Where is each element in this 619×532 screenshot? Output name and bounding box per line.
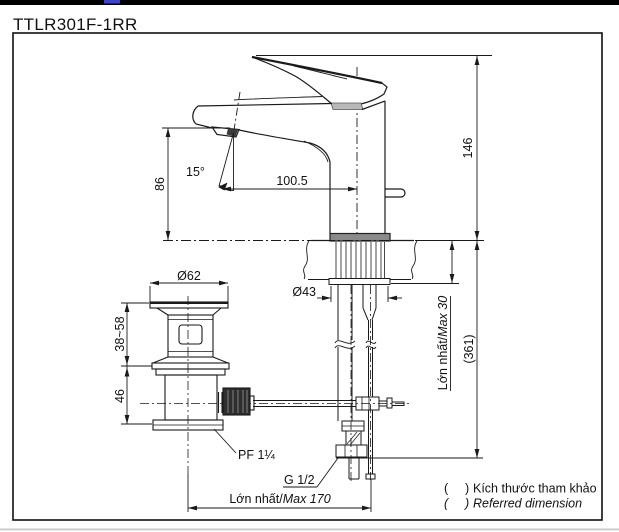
body-left-edge [238, 129, 331, 233]
dim-100-5-label: 100.5 [276, 174, 307, 188]
aerator-axis [233, 91, 241, 131]
dim-dia62-label: Ø62 [177, 269, 201, 283]
deck-break-left [303, 240, 310, 280]
dim-146-label: 146 [461, 138, 475, 159]
label-pf-text: PF 1¼ [238, 448, 275, 462]
faucet-body [192, 55, 406, 242]
rod-break-mark-2 [365, 345, 377, 349]
label-g-half: G 1/2 [283, 457, 339, 488]
dim-dia62: Ø62 [149, 269, 229, 302]
knob-step [249, 395, 255, 411]
drain-collar-2 [155, 368, 226, 376]
linkage-nut [386, 397, 393, 409]
dim-361: (361) [336, 241, 483, 459]
rod-taper-a [362, 307, 369, 321]
lever-top-edge [251, 55, 383, 85]
dim-max30-label: Lớn nhất/Max 30 [436, 296, 450, 390]
knurled-knob [222, 387, 251, 416]
dimension-lines: 146 86 15° 100.5 Lớn nhất/Max 30 [113, 55, 492, 512]
pull-rod-knob [385, 188, 406, 198]
legend-row-1: ()Kích thước tham khảo [444, 482, 597, 496]
dim-361-label: (361) [462, 334, 476, 363]
drain-window [178, 324, 203, 345]
lever-crease [293, 65, 348, 80]
shank-threads [335, 242, 385, 278]
dim-46-label: 46 [113, 389, 127, 403]
drain-flare-left [152, 356, 169, 364]
body-top-right [361, 100, 386, 111]
drain-flare-right [212, 356, 229, 364]
pop-up-drain [149, 296, 255, 474]
drain-collar-1 [151, 362, 230, 370]
drain-upper-body [167, 314, 214, 358]
tube-break-mark-1 [334, 340, 356, 344]
dim-38-58-and-46: 38~58 46 [113, 302, 152, 425]
spout-top-back-edge [233, 96, 323, 101]
mounting-flange [328, 278, 391, 285]
dim-max30: Lớn nhất/Max 30 [391, 241, 459, 391]
top-bar-accent-dash [104, 0, 120, 4]
model-number: TTLR301F-1RR [13, 15, 138, 34]
spout-top-edge [197, 102, 333, 107]
deck-break-right [411, 240, 418, 280]
aerator-shading [226, 128, 238, 137]
neck-hatch-2 [349, 432, 361, 446]
dim-38-58-label: 38~58 [113, 316, 127, 351]
spray-angle-line [218, 132, 234, 187]
dim-86-label: 86 [153, 177, 167, 191]
spout-front-face [192, 105, 213, 129]
rod-break-mark-1 [365, 340, 377, 344]
dim-dia43-label: Ø43 [292, 285, 316, 299]
dim-146: 146 [256, 55, 492, 240]
legend: ()Kích thước tham khảo ()Referred dimens… [444, 482, 597, 511]
dim-max170-label: Lớn nhất/Max 170 [229, 492, 330, 506]
counter-deck [163, 239, 484, 285]
label-g-half-text: G 1/2 [284, 473, 315, 487]
rod-taper-b [371, 307, 377, 321]
dim-max170: Lớn nhất/Max 170 [187, 474, 372, 512]
dim-86: 86 [153, 127, 230, 240]
drawing-frame [12, 32, 603, 521]
drain-lower-body [164, 374, 218, 421]
legend-row-2: ()Referred dimension [444, 497, 582, 511]
dim-100-5: 100.5 [222, 174, 357, 192]
label-pf: PF 1¼ [213, 428, 275, 462]
body-accent-curve [303, 140, 329, 163]
knurl-lines [227, 390, 248, 413]
dim-dia43: Ø43 [292, 285, 402, 302]
base-plate [329, 232, 391, 242]
neck-hatch-1 [346, 431, 358, 445]
drain-taper-left [156, 307, 169, 316]
bottom-rule [0, 528, 619, 531]
supply-assembly [140, 285, 412, 484]
top-bar [0, 0, 619, 5]
tube-break-mark-2 [334, 345, 356, 349]
drain-taper-right [212, 307, 222, 316]
dim-15deg-label: 15° [186, 165, 205, 179]
handle-seat [330, 102, 364, 110]
g-half-hex-nut [335, 444, 368, 458]
